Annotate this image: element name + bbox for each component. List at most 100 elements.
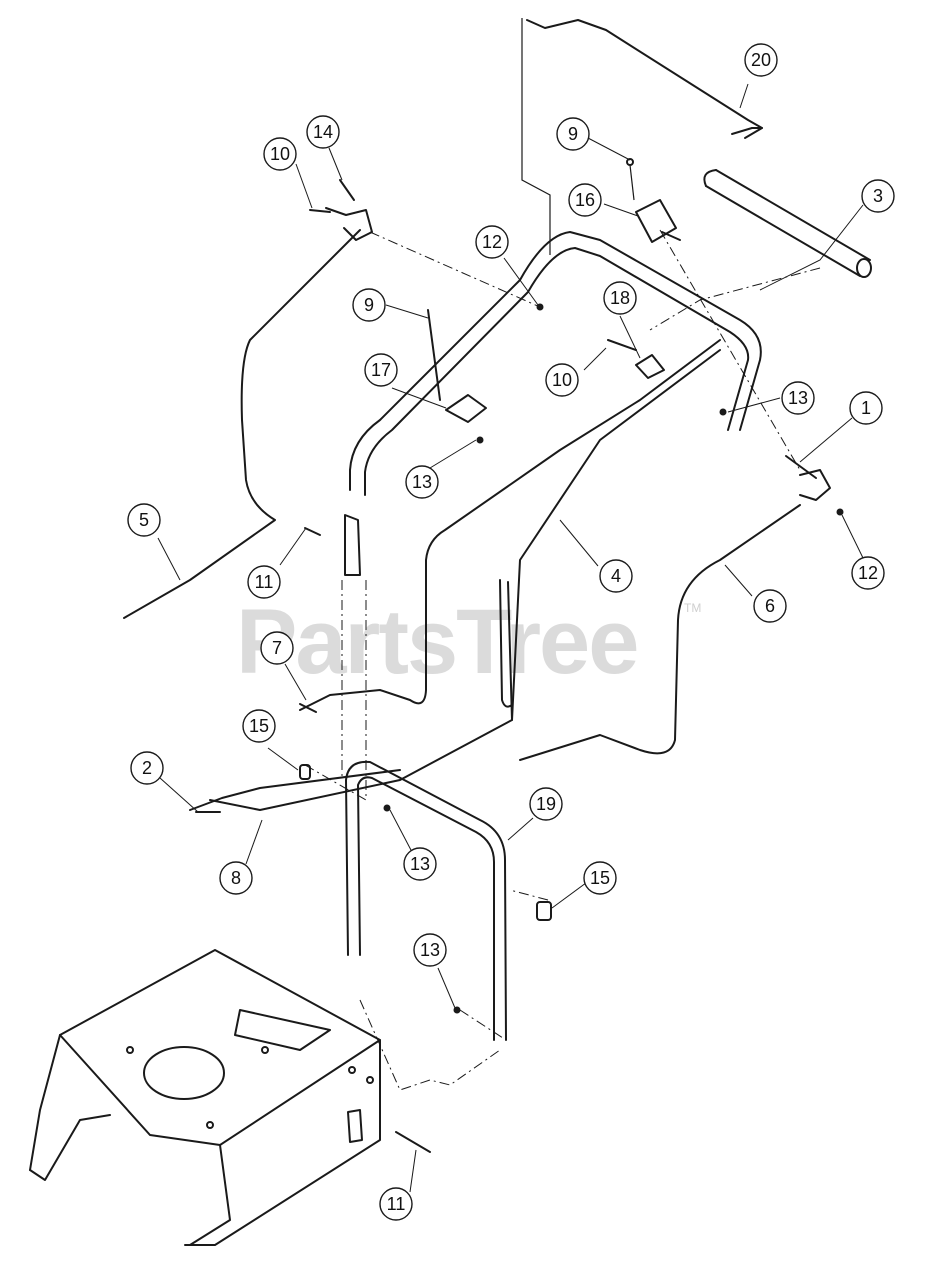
callout-circle (851, 556, 885, 590)
callout-number: 13 (420, 940, 440, 960)
part-18-bracket (607, 339, 665, 379)
callout-number: 18 (610, 288, 630, 308)
callout-number: 11 (255, 572, 274, 592)
callout-18: 18 (603, 281, 637, 315)
callout-circle (263, 137, 297, 171)
part-14-pin (309, 179, 373, 241)
callout-number: 9 (568, 124, 578, 144)
callout-circle (306, 115, 340, 149)
callout-number: 11 (387, 1194, 406, 1214)
callout-13: 13 (781, 381, 815, 415)
callout-13: 13 (403, 847, 437, 881)
callout-circle (405, 465, 439, 499)
callout-circle (753, 589, 787, 623)
callout-1: 1 (849, 391, 883, 425)
callout-number: 14 (313, 122, 333, 142)
callout-11: 11 (247, 565, 281, 599)
callout-circle (545, 363, 579, 397)
callout-circle (583, 861, 617, 895)
callout-number: 10 (270, 144, 290, 164)
watermark-trademark: TM (684, 601, 701, 615)
callout-circle (127, 503, 161, 537)
part-17-bracket (427, 309, 487, 423)
part-16-cable-clamp (626, 158, 681, 243)
callout-circle (475, 225, 509, 259)
callout-circle (849, 391, 883, 425)
callout-number: 7 (272, 638, 282, 658)
callout-number: 12 (482, 232, 502, 252)
callout-number: 19 (536, 794, 556, 814)
callout-circle (861, 179, 895, 213)
part-3-handle-grip (703, 169, 872, 278)
callout-17: 17 (364, 353, 398, 387)
callout-leaders (157, 83, 865, 1193)
callout-16: 16 (568, 183, 602, 217)
callout-number: 13 (412, 472, 432, 492)
callout-15: 15 (242, 709, 276, 743)
callout-circle (219, 861, 253, 895)
callout-15: 15 (583, 861, 617, 895)
callout-5: 5 (127, 503, 161, 537)
alignment-lines (304, 229, 821, 1091)
callout-circle (242, 709, 276, 743)
callout-13: 13 (405, 465, 439, 499)
part-8-cable (189, 769, 401, 811)
callout-19: 19 (529, 787, 563, 821)
callout-2: 2 (130, 751, 164, 785)
callout-11: 11 (379, 1187, 413, 1221)
callout-12: 12 (851, 556, 885, 590)
callout-number: 16 (575, 190, 595, 210)
callout-number: 10 (552, 370, 572, 390)
callout-12: 12 (475, 225, 509, 259)
callout-number: 17 (371, 360, 391, 380)
part-20-rod (521, 18, 763, 255)
callout-13: 13 (413, 933, 447, 967)
callout-number: 20 (751, 50, 771, 70)
callout-number: 15 (590, 868, 610, 888)
callout-circle (556, 117, 590, 151)
callout-number: 12 (858, 563, 878, 583)
callout-circle (260, 631, 294, 665)
deck (29, 949, 381, 1246)
callout-number: 5 (139, 510, 149, 530)
callout-circle (781, 381, 815, 415)
callout-number: 15 (249, 716, 269, 736)
callout-circle (413, 933, 447, 967)
part-1-pin (785, 455, 831, 501)
callout-circle (247, 565, 281, 599)
callout-number: 4 (611, 566, 621, 586)
callout-circle (529, 787, 563, 821)
callout-circle (568, 183, 602, 217)
watermark-text: PartsTree (236, 591, 637, 693)
callout-4: 4 (599, 559, 633, 593)
upper-handle (344, 231, 762, 576)
part-5-cable (123, 229, 361, 619)
part-7-cable (299, 339, 721, 713)
callout-number: 13 (410, 854, 430, 874)
part-19-lower-handle (345, 579, 513, 1041)
callout-circle (744, 43, 778, 77)
watermark: PartsTree TM (236, 591, 701, 693)
callout-20: 20 (744, 43, 778, 77)
callout-6: 6 (753, 589, 787, 623)
callout-14: 14 (306, 115, 340, 149)
part-6-cable (519, 504, 801, 761)
callout-circle (364, 353, 398, 387)
callout-3: 3 (861, 179, 895, 213)
callout-circle (603, 281, 637, 315)
callout-number: 3 (873, 186, 883, 206)
callout-circle (130, 751, 164, 785)
callout-9: 9 (352, 288, 386, 322)
callout-number: 1 (861, 398, 871, 418)
callout-circle (352, 288, 386, 322)
callout-number: 2 (142, 758, 152, 778)
callout-number: 9 (364, 295, 374, 315)
callout-9: 9 (556, 117, 590, 151)
callout-10: 10 (545, 363, 579, 397)
callout-bubbles: 1234567899101011111212131313131415151617… (127, 43, 895, 1221)
callout-8: 8 (219, 861, 253, 895)
callout-circle (403, 847, 437, 881)
callout-circle (379, 1187, 413, 1221)
hardware (195, 303, 844, 1153)
